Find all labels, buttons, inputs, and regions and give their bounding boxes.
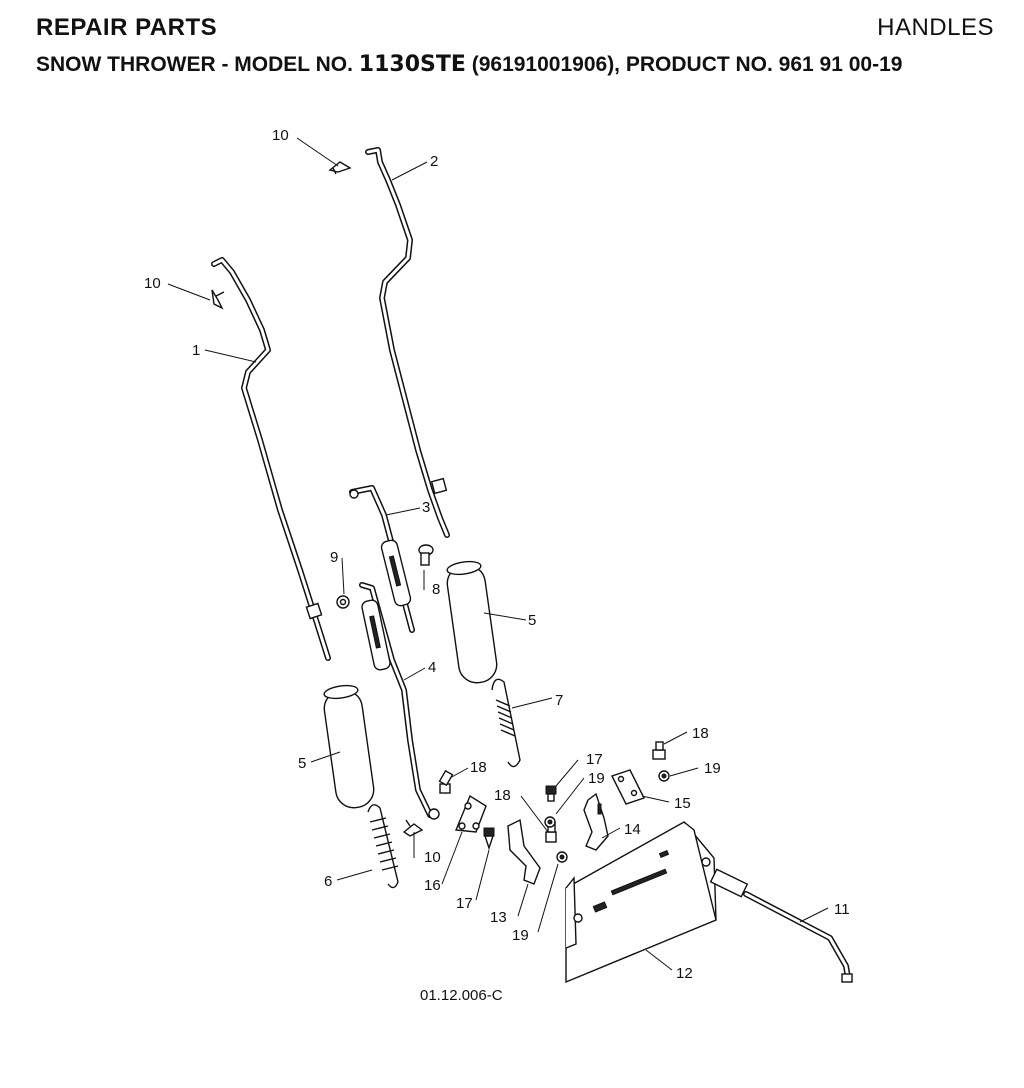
subtitle-prefix: SNOW THROWER - MODEL NO. — [36, 53, 359, 76]
subtitle-suffix: (96191001906), PRODUCT NO. 961 91 00-19 — [465, 53, 903, 76]
part-14-bracket — [583, 792, 609, 851]
callout-16: 16 — [424, 877, 441, 894]
callout-5: 5 — [298, 755, 306, 772]
part-7-spring — [491, 678, 521, 768]
part-5-grip-upper — [446, 560, 498, 684]
callout-18: 18 — [692, 725, 709, 742]
callout-10: 10 — [144, 275, 161, 292]
callout-2: 2 — [430, 153, 438, 170]
callout-1: 1 — [192, 342, 200, 359]
callout-5: 5 — [528, 612, 536, 629]
drawing-code: 01.12.006-C — [420, 987, 503, 1004]
model-number: 1130STE — [358, 52, 466, 77]
part-15-plate — [611, 769, 645, 805]
callout-3: 3 — [422, 499, 430, 516]
callout-10: 10 — [272, 127, 289, 144]
callout-7: 7 — [555, 692, 563, 709]
part-2-rod — [365, 147, 450, 538]
callout-17: 17 — [586, 751, 603, 768]
callout-labels: 10 2 10 1 3 9 8 5 4 7 5 18 17 19 18 18 1… — [144, 127, 850, 1004]
callout-10: 10 — [424, 849, 441, 866]
part-17-stud-a — [545, 785, 557, 802]
part-6-spring — [367, 804, 399, 889]
callout-6: 6 — [324, 873, 332, 890]
callout-12: 12 — [676, 965, 693, 982]
part-10-hairpin-top — [328, 161, 352, 175]
callout-19: 19 — [588, 770, 605, 787]
callout-11: 11 — [834, 901, 850, 918]
part-16-bracket — [454, 794, 487, 833]
part-17-stud-b — [483, 827, 495, 851]
callout-18: 18 — [470, 759, 487, 776]
page-title: REPAIR PARTS — [36, 14, 218, 41]
part-18-bolt-a — [438, 769, 454, 794]
model-subtitle: SNOW THROWER - MODEL NO. 1130STE (961910… — [36, 52, 902, 77]
callout-9: 9 — [330, 549, 338, 566]
part-13-bracket — [507, 818, 541, 885]
part-10-hairpin-left — [211, 289, 225, 310]
part-8-bolt — [418, 544, 434, 566]
callout-18: 18 — [494, 787, 511, 804]
part-3-lever — [349, 485, 415, 633]
callout-17: 17 — [456, 895, 473, 912]
part-5-grip-lower — [323, 684, 375, 809]
callout-19: 19 — [704, 760, 721, 777]
part-19-nut-a — [544, 816, 556, 828]
part-19-nut-b — [556, 851, 568, 863]
callout-14: 14 — [624, 821, 641, 838]
callout-leaders — [167, 137, 829, 971]
callout-4: 4 — [428, 659, 436, 676]
callout-8: 8 — [432, 581, 440, 598]
part-9-nut — [336, 595, 350, 609]
callout-19: 19 — [512, 927, 529, 944]
part-18-bolt-c — [652, 741, 666, 760]
callout-13: 13 — [490, 909, 507, 926]
part-19-nut-c — [658, 770, 670, 782]
part-11-rod — [709, 868, 853, 983]
callout-15: 15 — [674, 795, 691, 812]
part-12-panel — [565, 821, 717, 984]
section-title: HANDLES — [877, 14, 994, 41]
part-10-hairpin-bottom — [402, 819, 424, 837]
part-1-rod — [211, 257, 331, 661]
part-4-lever — [359, 582, 440, 820]
